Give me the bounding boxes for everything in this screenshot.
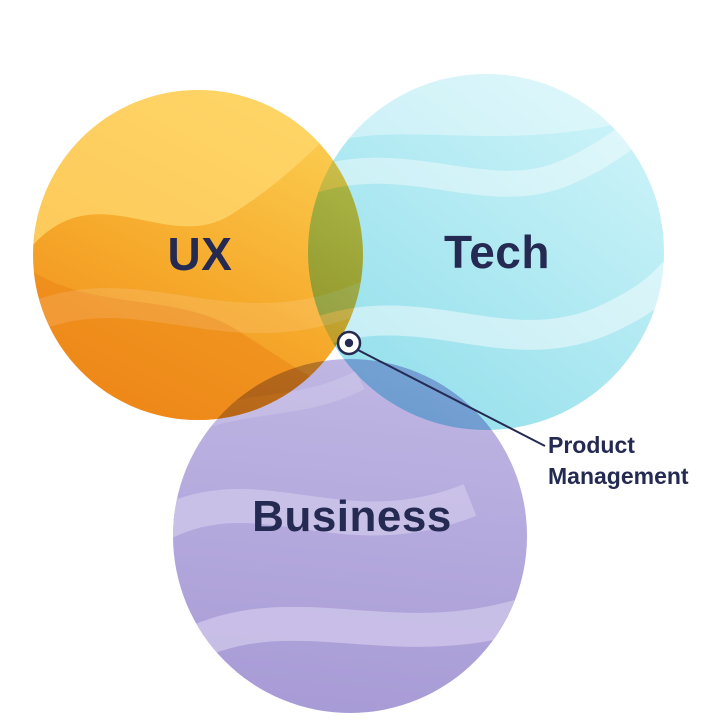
center-dot-marker: [336, 330, 362, 356]
business-wave-bottom: [182, 592, 527, 661]
tech-label: Tech: [444, 226, 550, 278]
annotation-line: [357, 349, 546, 447]
annotation-label: Product Management: [548, 432, 689, 489]
tech-wave-bottom: [308, 262, 664, 350]
circles-group: [33, 74, 664, 713]
ux-label: UX: [168, 228, 233, 280]
annotation-line1: Product: [548, 432, 635, 458]
business-wave-top: [173, 484, 477, 541]
business-label: Business: [252, 492, 452, 541]
business-circle: [173, 359, 527, 713]
annotation-line2: Management: [548, 463, 689, 489]
ux-wave-highlight: [33, 278, 363, 339]
tech-circle: [308, 74, 664, 430]
